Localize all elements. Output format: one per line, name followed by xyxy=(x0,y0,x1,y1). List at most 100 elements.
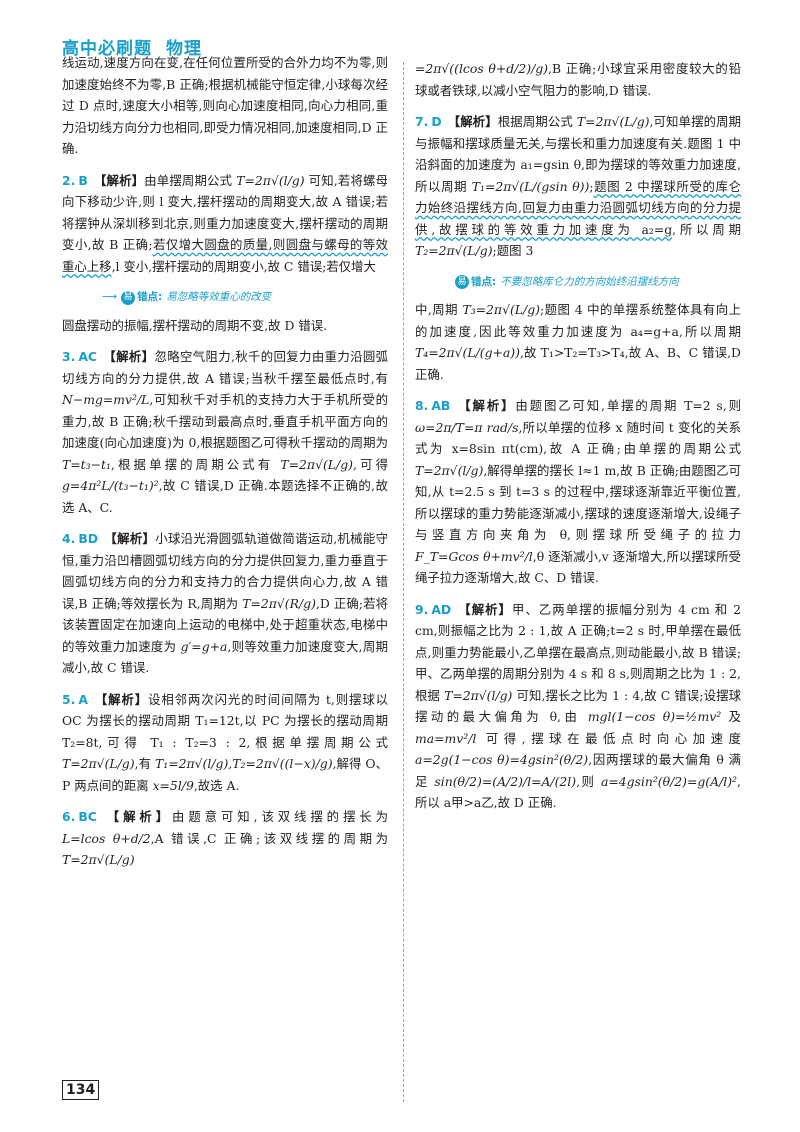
q7-text-4: ,所以周期 xyxy=(672,221,741,237)
q7-formula-4: T₃=2π√(L/g) xyxy=(462,302,540,317)
q5-solution: 5.A 【解析】设相邻两次闪光的时间间隔为 t,则摆球以 OC 为摆长的摆动周期 … xyxy=(62,689,388,797)
q5-tag: 【解析】 xyxy=(93,691,149,707)
left-column: 线运动,速度方向在变,在任何位置所受的合外力均不为零,则加速度始终不为零,B 正… xyxy=(62,52,388,881)
q9-formula-5: sin(θ/2)=(A/2)/l=A/(2l) xyxy=(434,773,577,789)
q5-formula-1: T=2π√(L/g) xyxy=(62,756,135,771)
q6-answer: BC xyxy=(78,809,97,824)
q4-tag: 【解析】 xyxy=(104,531,156,546)
q5-answer: A xyxy=(78,691,88,707)
q2-number: 2. xyxy=(62,172,76,188)
q7-text-1: 根据周期公式 xyxy=(497,114,577,129)
column-divider xyxy=(403,62,404,1102)
q4-text-2: ,D 正确;若将该装置固定在加速向上运动的电梯中,处于超重状态,电梯中的等效重力… xyxy=(62,595,388,654)
q7-badge-icon: 易 xyxy=(455,275,469,290)
q7-solution: 7.D【解析】根据周期公式 T=2π√(L/g),可知单摆的周期与振幅和摆球质量… xyxy=(415,111,741,262)
q2-note-label: 错点: xyxy=(137,291,163,303)
q2-text-1: 由单摆周期公式 xyxy=(144,172,237,188)
q6-number: 6. xyxy=(62,809,76,824)
q9-text-6: ,则 xyxy=(576,773,601,789)
q5-text-3: ,解得 O、P 两点间的距离 xyxy=(62,756,388,793)
q9-text-7: ,所以 a甲>a乙,故 D 正确. xyxy=(415,773,741,811)
q8-tag: 【解析】 xyxy=(456,398,516,413)
q3-formula-2: T=t₃−t₁ xyxy=(62,456,111,472)
q5-text-4: ,故选 A. xyxy=(193,777,240,793)
q4-text-1: 小球沿光滑圆弧轨道做简谐运动,机械能守恒,重力沿凹槽圆弧切线方向的分力提供回复力… xyxy=(62,531,388,611)
q9-solution: 9.AD【解析】甲、乙两单摆的振幅分别为 4 cm 和 2 cm,则振幅之比为 … xyxy=(415,599,741,814)
q8-formula-2: T=2π√(l/g) xyxy=(415,462,484,478)
q2-wavy-text: 若仅增大圆盘的质量,则圆盘与螺母的等效重心上移 xyxy=(62,237,388,274)
q7-note-text: 不要忽略库仑力的方向始终沿摆线方向 xyxy=(500,275,679,288)
q5-number: 5. xyxy=(62,691,76,707)
q7-formula-2: T₁=2π√(L/(gsin θ)) xyxy=(471,178,590,194)
q3-formula-1: N−mg=mv²/L xyxy=(62,392,150,407)
arrow-icon: ⟶ xyxy=(102,291,118,303)
q6-text-1: 由题意可知,该双线摆的摆长为 xyxy=(172,809,388,824)
q7-continuation: 中,周期 T₃=2π√(L/g);题图 4 中的单摆系统整体具有向上的加速度,因… xyxy=(415,299,741,385)
q8-text-3: ,解得单摆的摆长 l≈1 m,故 B 正确;由题图乙可知,从 t=2.5 s 到… xyxy=(415,462,741,543)
q7-text-5: ;题图 3 xyxy=(492,243,534,258)
q7-text-7: ;题图 4 中的单摆系统整体具有向上的加速度,因此等效重力加速度为 a₄=g+a… xyxy=(415,302,741,339)
q9-text-3: 及 xyxy=(721,709,741,724)
page-header: 高中必刷题物理 xyxy=(62,34,202,59)
q8-formula-3: F_T=Gcos θ+mv²/l xyxy=(415,548,533,564)
q6-text-3: ,B 正确;小球宜采用密度较大的铅球或者铁球,以减小空气阻力的影响,D 错误. xyxy=(415,61,741,98)
q7-text-2: ,可知单摆的周期与振幅和摆球质量无关,与摆长和重力加速度有关.题图 1 中沿斜面… xyxy=(415,114,741,194)
q2-badge-icon: 易 xyxy=(121,290,136,305)
q2-text-4: 圆盘摆动的振幅,摆杆摆动的周期不变,故 D 错误. xyxy=(62,317,328,333)
q7-text-3: ; xyxy=(589,178,594,194)
q9-formula-4: a=2g(1−cos θ)=4gsin²(θ/2) xyxy=(415,752,589,767)
q8-answer: AB xyxy=(431,398,451,413)
q6-formula-2: T=2π√(L/g) xyxy=(62,852,135,867)
book-title: 高中必刷题 xyxy=(62,39,152,59)
q3-text-5: ,故 C 错误,D 正确.本题选择不正确的,故选 A、C. xyxy=(62,478,388,515)
q3-number: 3. xyxy=(62,349,76,364)
q4-formula-2: g′=g+a xyxy=(180,638,228,654)
q8-number: 8. xyxy=(415,398,429,413)
q4-number: 4. xyxy=(62,531,76,546)
q6-text-2: ,A 错误,C 正确;该双线摆的周期为 xyxy=(150,830,389,846)
q7-tag: 【解析】 xyxy=(447,114,498,129)
q7-answer: D xyxy=(431,114,442,129)
q6-continuation: =2π√((lcos θ+d/2)/g),B 正确;小球宜采用密度较大的铅球或者… xyxy=(415,58,741,101)
q6-solution: 6.BC 【解析】由题意可知,该双线摆的摆长为 L=lcos θ+d/2,A 错误… xyxy=(62,806,388,871)
q6-tag: 【解析】 xyxy=(102,809,173,824)
q4-answer: BD xyxy=(78,531,99,546)
q9-text-2: 可知,摆长之比为 1 : 4,故 C 错误;设摆球摆动的最大偏角为 θ,由 xyxy=(415,687,741,725)
q9-tag: 【解析】 xyxy=(457,601,512,617)
q8-text-1: 由题图乙可知,单摆的周期 T=2 s,则 xyxy=(515,398,741,413)
q7-formula-3: T₂=2π√(L/g) xyxy=(415,243,493,258)
q3-text-1: 忽略空气阻力,秋千的回复力由重力沿圆弧切线方向的分力提供,故 A 错误;当秋千摆… xyxy=(62,349,388,386)
q8-text-2: ,所以单摆的位移 x 随时间 t 变化的关系式为 x=8sin πt(cm),故… xyxy=(415,419,741,457)
page-number: 134 xyxy=(62,1080,100,1100)
q9-text-4: 可得,摆球在最低点时向心加速度 xyxy=(476,730,741,746)
q7-text-8: ,故 T₁>T₂=T₃>T₄,故 A、B、C 错误,D 正确. xyxy=(415,345,741,382)
q9-formula-6: a=4gsin²(θ/2)=g(A/l)² xyxy=(600,773,738,789)
q3-text-2: ,可知秋千对手机的支持力大于手机所受的重力,故 B 正确;秋千摆动到最高点时,垂… xyxy=(62,392,388,450)
q3-formula-4: g=4π²L/(t₃−t₁)² xyxy=(62,478,159,493)
q7-formula-5: T₄=2π√(L/(g+a)) xyxy=(415,345,520,360)
q9-formula-2: mgl(1−cos θ)=½mv² xyxy=(587,709,722,724)
q9-formula-1: T=2π√(l/g) xyxy=(444,687,513,703)
q3-answer: AC xyxy=(78,349,98,364)
q8-text-4: ,θ 逐渐减小,v 逐渐增大,所以摆球所受绳子拉力逐渐增大,故 C、D 错误. xyxy=(415,548,742,586)
q5-formula-3: x=5l/9 xyxy=(152,777,194,793)
q9-text-1: 甲、乙两单摆的振幅分别为 4 cm 和 2 cm,则振幅之比为 2 : 1,故 … xyxy=(415,601,742,703)
q4-text-3: ,则等效重力加速度变大,周期减小,故 C 错误. xyxy=(62,638,388,676)
q3-text-3: ,根据单摆的周期公式有 xyxy=(110,456,281,472)
q9-text-5: ,因两摆球的最大偏角 θ 满足 xyxy=(415,752,742,789)
q6-formula-1: L=lcos θ+d/2 xyxy=(62,830,151,846)
q5-text-1: 设相邻两次闪光的时间间隔为 t,则摆球以 OC 为摆长的摆动周期 T₁=12t,… xyxy=(62,691,389,750)
q7-error-note: 易错点:不要忽略库仑力的方向始终沿摆线方向 xyxy=(455,272,741,294)
q7-wavy-text: 题图 2 中摆球所受的库仑力始终沿摆线方向,回复力由重力沿圆弧切线方向的分力提供… xyxy=(415,178,741,237)
q9-answer: AD xyxy=(431,601,452,617)
q7-number: 7. xyxy=(415,114,429,129)
q4-solution: 4.BD 【解析】小球沿光滑圆弧轨道做简谐运动,机械能守恒,重力沿凹槽圆弧切线方向… xyxy=(62,528,388,679)
q8-solution: 8.AB【解析】由题图乙可知,单摆的周期 T=2 s,则 ω=2π/T=π ra… xyxy=(415,395,741,589)
right-column: =2π√((lcos θ+d/2)/g),B 正确;小球宜采用密度较大的铅球或者… xyxy=(415,58,741,824)
q2-solution: 2.B【解析】由单摆周期公式 T=2π√(l/g) 可知,若将螺母向下移动少许,… xyxy=(62,170,388,278)
q1-continuation: 线运动,速度方向在变,在任何位置所受的合外力均不为零,则加速度始终不为零,B 正… xyxy=(62,55,388,156)
q7-text-6: 中,周期 xyxy=(415,302,463,317)
q5-text-2: ,有 xyxy=(134,756,155,771)
q3-tag: 【解析】 xyxy=(103,349,155,364)
q2-formula-1: T=2π√(l/g) xyxy=(236,172,305,188)
